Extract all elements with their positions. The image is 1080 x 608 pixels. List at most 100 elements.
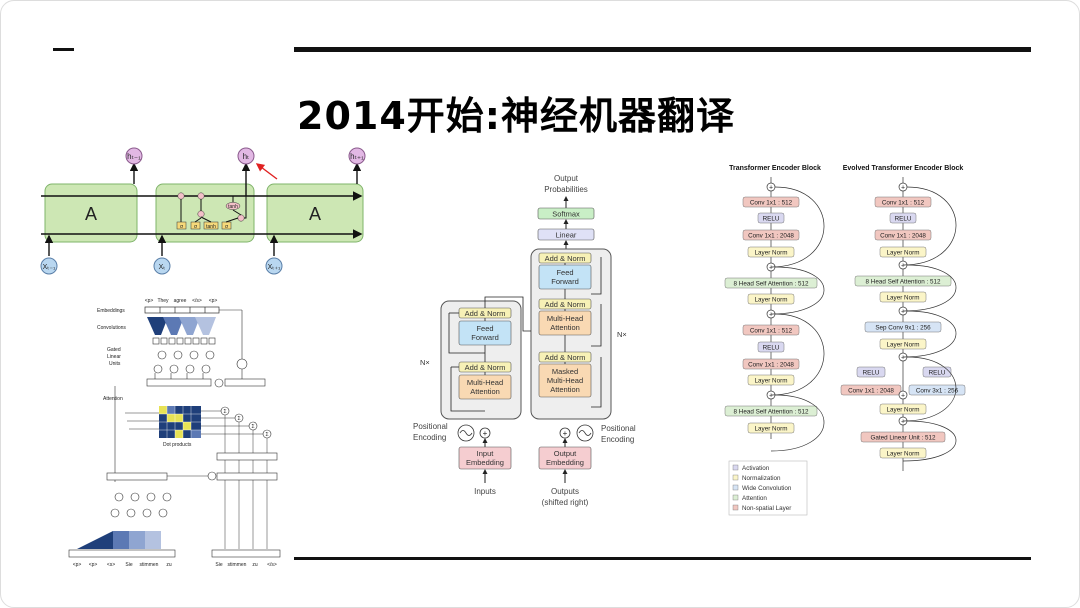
svg-text:Positional: Positional xyxy=(601,424,636,433)
svg-text:tanh: tanh xyxy=(206,224,216,230)
right-block-2: Conv 1x1 : 2048 xyxy=(874,229,932,241)
legend-swatch-4 xyxy=(732,504,739,511)
svg-text:Conv 1x1 : 2048: Conv 1x1 : 2048 xyxy=(748,362,794,369)
svg-text:Layer Norm: Layer Norm xyxy=(887,250,920,257)
svg-text:Add & Norm: Add & Norm xyxy=(465,309,506,318)
left-block-0: Conv 1x1 : 512 xyxy=(742,196,800,208)
rnn-cell-left xyxy=(44,183,138,243)
svg-text:+: + xyxy=(901,309,905,316)
convs2s-diagram: Embeddings Convolutions Gated Linear Uni… xyxy=(68,298,281,568)
svg-text:Dot products: Dot products xyxy=(163,442,192,448)
svg-text:Conv 1x1 : 2048: Conv 1x1 : 2048 xyxy=(848,388,894,395)
svg-text:Σ: Σ xyxy=(237,416,240,422)
svg-text:Layer Norm: Layer Norm xyxy=(755,297,788,304)
svg-text:Multi-Head: Multi-Head xyxy=(547,376,583,385)
right-block-4: 8 Head Self Attention : 512 xyxy=(854,275,952,287)
source-tokens: <p> <p> <s> Sie stimmen zu xyxy=(73,562,172,568)
output-probabilities-2: Probabilities xyxy=(544,185,588,194)
svg-text:Conv 1x1 : 2048: Conv 1x1 : 2048 xyxy=(748,233,794,240)
svg-text:Layer Norm: Layer Norm xyxy=(755,426,788,433)
svg-text:Embedding: Embedding xyxy=(546,458,584,467)
svg-text:Sep Conv 9x1 : 256: Sep Conv 9x1 : 256 xyxy=(875,325,931,332)
right-block-8: RELU xyxy=(856,366,886,378)
svg-text:8 Head Self Attention : 512: 8 Head Self Attention : 512 xyxy=(866,279,941,286)
input-node-current xyxy=(153,257,171,275)
top-rule xyxy=(294,47,1031,52)
svg-text:RELU: RELU xyxy=(929,370,946,377)
svg-text:Encoding: Encoding xyxy=(601,435,634,444)
svg-text:Σ: Σ xyxy=(251,424,254,430)
svg-text:+: + xyxy=(901,419,905,426)
left-block-6: Conv 1x1 : 512 xyxy=(742,324,800,336)
right-block-9: RELU xyxy=(922,366,952,378)
legend-swatch-1 xyxy=(732,474,739,481)
svg-text:+: + xyxy=(901,393,905,400)
svg-text:hₜ: hₜ xyxy=(243,152,250,161)
svg-text:Attention: Attention xyxy=(470,387,500,396)
lstm-diagram: A A σ σ tanh σ tanh hₜ xyxy=(40,147,366,275)
input-node-next xyxy=(265,257,283,275)
svg-text:+: + xyxy=(563,429,568,438)
legend-label-2: Wide Convolution xyxy=(742,485,792,492)
output-tokens: Sie stimmen zu </s> xyxy=(215,562,277,568)
svg-text:Add & Norm: Add & Norm xyxy=(545,353,586,362)
right-block-1: RELU xyxy=(889,212,917,224)
right-block-3: Layer Norm xyxy=(879,246,927,258)
target-tokens: <p> They agree </s> <p> xyxy=(145,298,218,304)
svg-text:Layer Norm: Layer Norm xyxy=(887,295,920,302)
svg-text:<p>: <p> xyxy=(73,562,82,568)
svg-text:</s>: </s> xyxy=(267,562,277,568)
output-probabilities-1: Output xyxy=(554,174,579,183)
svg-text:<p>: <p> xyxy=(89,562,98,568)
svg-text:<p>: <p> xyxy=(209,298,218,304)
svg-text:zu: zu xyxy=(252,562,258,568)
svg-text:+: + xyxy=(483,429,488,438)
svg-text:Conv 1x1 : 512: Conv 1x1 : 512 xyxy=(750,328,793,335)
svg-text:RELU: RELU xyxy=(863,370,880,377)
svg-text:Σ: Σ xyxy=(223,409,226,415)
legend-label-4: Non-spatial Layer xyxy=(742,505,791,512)
legend-swatch-0 xyxy=(732,464,739,471)
svg-text:Gated Linear Unit : 512: Gated Linear Unit : 512 xyxy=(870,435,936,442)
svg-text:Attention: Attention xyxy=(550,385,580,394)
input-node-prev xyxy=(40,257,58,275)
svg-text:Multi-Head: Multi-Head xyxy=(547,314,583,323)
svg-text:Embeddings: Embeddings xyxy=(97,308,125,314)
svg-text:+: + xyxy=(901,185,905,192)
svg-text:Add & Norm: Add & Norm xyxy=(465,363,506,372)
left-block-2: Conv 1x1 : 2048 xyxy=(742,229,800,241)
svg-text:Sie: Sie xyxy=(215,562,222,568)
svg-text:Conv 1x1 : 512: Conv 1x1 : 512 xyxy=(750,200,793,207)
svg-text:Conv 3x1 : 256: Conv 3x1 : 256 xyxy=(916,388,959,395)
svg-text:Encoding: Encoding xyxy=(413,433,446,442)
right-block-7: Layer Norm xyxy=(879,338,927,350)
cell-label-right: A xyxy=(309,204,321,224)
svg-text:Xₜ₋₁: Xₜ₋₁ xyxy=(43,264,56,271)
svg-text:Layer Norm: Layer Norm xyxy=(887,407,920,414)
svg-text:agree: agree xyxy=(174,298,187,304)
left-block-1: RELU xyxy=(757,212,785,224)
svg-text:RELU: RELU xyxy=(763,216,780,223)
svg-text:N×: N× xyxy=(420,358,430,367)
svg-text:</s>: </s> xyxy=(192,298,202,304)
bottom-rule xyxy=(294,557,1031,560)
svg-text:<p>: <p> xyxy=(145,298,154,304)
left-block-9: Layer Norm xyxy=(747,374,795,386)
svg-text:Conv 1x1 : 512: Conv 1x1 : 512 xyxy=(882,200,925,207)
right-block-11: Conv 3x1 : 256 xyxy=(908,384,966,396)
svg-text:hₜ₊₁: hₜ₊₁ xyxy=(350,152,364,161)
svg-text:stimmen: stimmen xyxy=(228,562,247,568)
svg-text:Attention: Attention xyxy=(550,323,580,332)
svg-text:Feed: Feed xyxy=(556,268,573,277)
svg-text:+: + xyxy=(769,312,773,319)
svg-text:8 Head Self Attention : 512: 8 Head Self Attention : 512 xyxy=(734,409,809,416)
svg-text:Attention: Attention xyxy=(103,396,123,402)
svg-text:<s>: <s> xyxy=(107,562,115,568)
rnn-cell-right xyxy=(266,183,364,243)
legend-label-0: Activation xyxy=(742,465,770,472)
svg-text:Sie: Sie xyxy=(125,562,132,568)
output-node-current xyxy=(237,147,255,165)
legend-swatch-3 xyxy=(732,494,739,501)
svg-text:zu: zu xyxy=(166,562,172,568)
